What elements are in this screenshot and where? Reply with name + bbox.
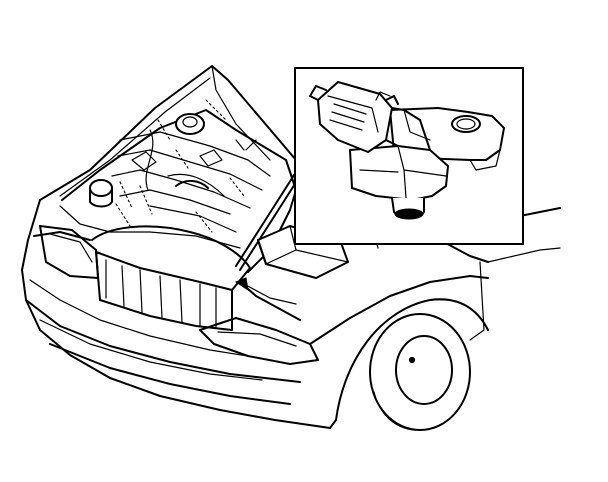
hood-strut [235, 171, 297, 267]
right-headlight [199, 317, 319, 365]
open-hood [39, 65, 301, 201]
detail-inset [294, 67, 524, 245]
front-bumper [25, 299, 301, 383]
pressure-sensor [309, 81, 505, 220]
front-wheel [335, 298, 489, 431]
coolant-cap [175, 113, 205, 135]
left-fender [21, 199, 331, 429]
grille [95, 251, 233, 331]
reservoir-cap [89, 179, 113, 197]
